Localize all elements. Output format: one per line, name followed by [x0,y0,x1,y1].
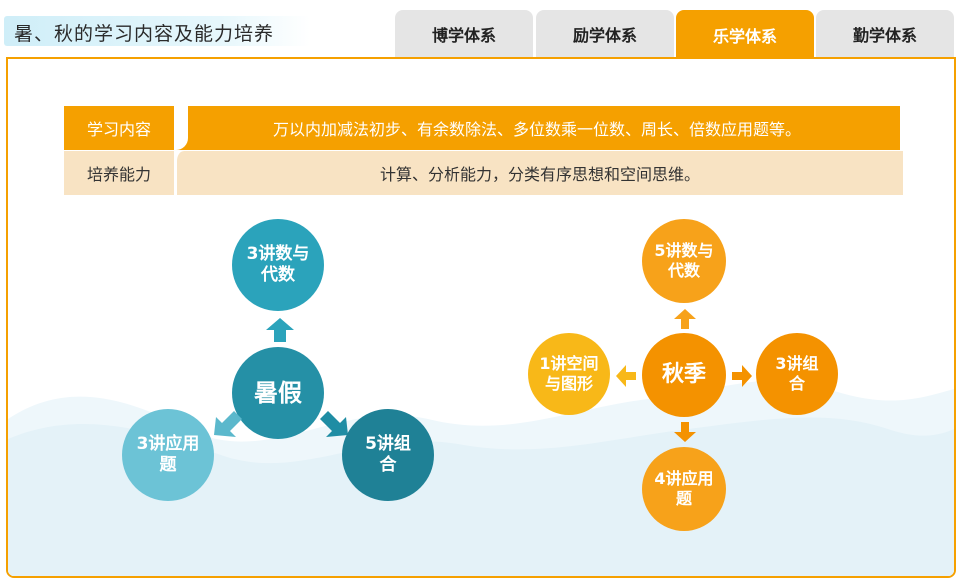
tab-qinxue[interactable]: 勤学体系 [816,10,954,58]
circle-line: 题 [675,489,692,508]
row-label: 学习内容 [64,106,174,150]
circle-line: 与图形 [544,374,593,393]
circle-line: 题 [159,455,177,475]
circle-line: 3讲组 [775,354,819,373]
circle-label: 秋季 [661,362,706,388]
table-row-content: 学习内容 万以内加减法初步、有余数除法、多位数乘一位数、周长、倍数应用题等。 [64,106,900,150]
circle-line: 合 [379,455,397,475]
tab-lexue[interactable]: 乐学体系 [676,10,814,60]
summer-right-circle: 5讲组合 [342,409,434,501]
summer-center-circle: 暑假 [232,347,324,439]
circle-line: 4讲应用 [654,469,714,488]
row-label: 培养能力 [64,151,174,195]
circle-line: 5讲组 [365,433,411,454]
circle-line: 3讲数与 [246,243,310,264]
circle-line: 代数 [261,265,295,285]
row-divider [174,106,188,150]
tab-label: 勤学体系 [852,26,917,45]
row-value: 计算、分析能力，分类有序思想和空间思维。 [174,151,903,195]
page-title-banner: 暑、秋的学习内容及能力培养 [4,16,310,46]
autumn-left-circle: 1讲空间与图形 [528,333,610,415]
arrow-down-right-icon [320,411,348,437]
arrow-up-icon [266,318,294,342]
row-value: 万以内加减法初步、有余数除法、多位数乘一位数、周长、倍数应用题等。 [174,106,900,150]
table-row-ability: 培养能力 计算、分析能力，分类有序思想和空间思维。 [64,151,903,195]
circle-line: 1讲空间 [539,354,599,373]
tab-label: 博学体系 [431,26,496,45]
arrow-left-icon [616,365,636,387]
autumn-center-circle: 秋季 [642,333,726,417]
arrow-right-icon [732,365,752,387]
arrow-down-left-icon [214,411,242,437]
circle-line: 5讲数与 [654,241,714,260]
arrow-down-icon [674,422,696,442]
circle-line: 代数 [667,261,700,280]
summer-top-circle: 3讲数与代数 [232,219,324,311]
autumn-top-circle: 5讲数与代数 [642,219,726,303]
page-title: 暑、秋的学习内容及能力培养 [14,23,275,45]
summer-left-circle: 3讲应用题 [122,409,214,501]
arrow-up-icon [674,309,696,329]
wave-background [8,380,954,576]
circle-line: 合 [788,374,805,393]
tab-label: 励学体系 [572,26,637,45]
content-panel: 学习内容 万以内加减法初步、有余数除法、多位数乘一位数、周长、倍数应用题等。 培… [6,57,956,578]
autumn-bottom-circle: 4讲应用题 [642,447,726,531]
autumn-right-circle: 3讲组合 [756,333,838,415]
tab-lixue[interactable]: 励学体系 [536,10,674,58]
circle-line: 3讲应用 [136,433,200,454]
tab-boxue[interactable]: 博学体系 [395,10,533,58]
circle-label: 暑假 [254,379,302,407]
tab-label: 乐学体系 [712,27,777,46]
